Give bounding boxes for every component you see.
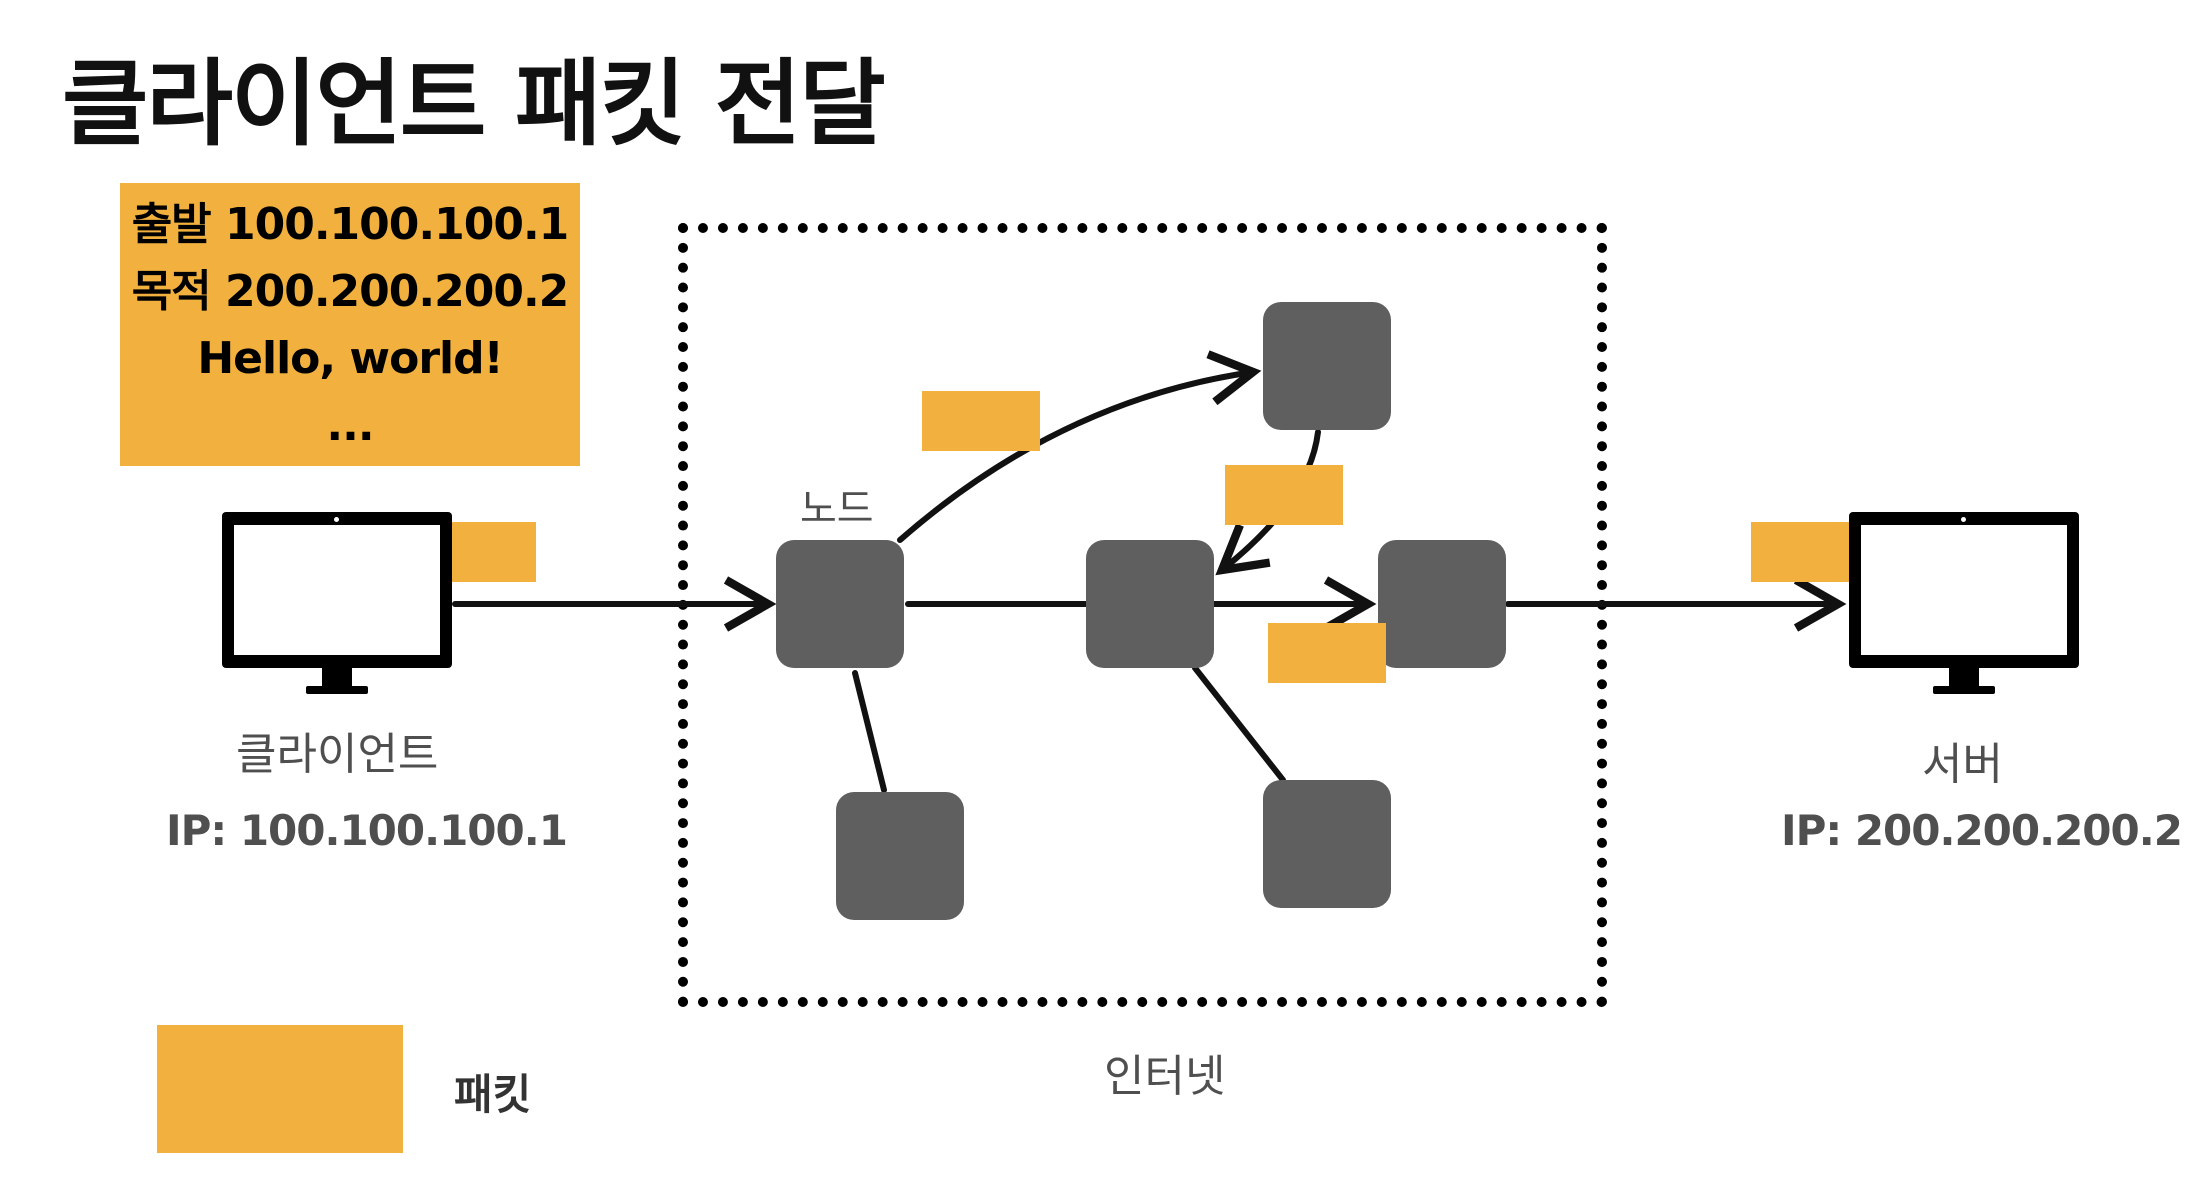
destination-address-line: 목적 200.200.200.2 — [131, 265, 570, 317]
packet-near-exit-node — [1268, 623, 1386, 683]
node-top — [1263, 302, 1391, 430]
edge-node2-to-bottom-right-node — [1192, 665, 1286, 783]
node-label: 노드 — [800, 486, 874, 532]
server-label: 서버 — [1922, 739, 2003, 790]
packet-near-top-node — [1225, 465, 1343, 525]
internet-label: 인터넷 — [1104, 1051, 1226, 1102]
node-middle — [1086, 540, 1214, 668]
source-address-line: 출발 100.100.100.1 — [131, 198, 570, 250]
node-entry — [776, 540, 904, 668]
server-monitor-icon — [1849, 512, 2079, 697]
node-bottom-left — [836, 792, 964, 920]
node-exit — [1378, 540, 1506, 668]
payload-line: Hello, world! — [197, 332, 503, 384]
client-monitor-icon — [222, 512, 452, 697]
edge-node1-to-bottom-left-node — [852, 670, 887, 793]
packet-on-top-path — [922, 391, 1040, 451]
internet-boundary — [678, 223, 1607, 1007]
page-title: 클라이언트 패킷 전달 — [62, 50, 886, 159]
packet-info-box: 출발 100.100.100.1 목적 200.200.200.2 Hello,… — [120, 183, 580, 466]
client-ip: IP: 100.100.100.1 — [166, 806, 568, 855]
server-ip: IP: 200.200.200.2 — [1781, 806, 2183, 855]
client-label: 클라이언트 — [236, 729, 439, 780]
legend-packet-label: 패킷 — [454, 1070, 532, 1119]
legend-packet-swatch — [157, 1025, 403, 1153]
node-bottom-right — [1263, 780, 1391, 908]
ellipsis-line: ... — [326, 399, 374, 451]
edge-node1-to-top-node — [897, 350, 1262, 543]
